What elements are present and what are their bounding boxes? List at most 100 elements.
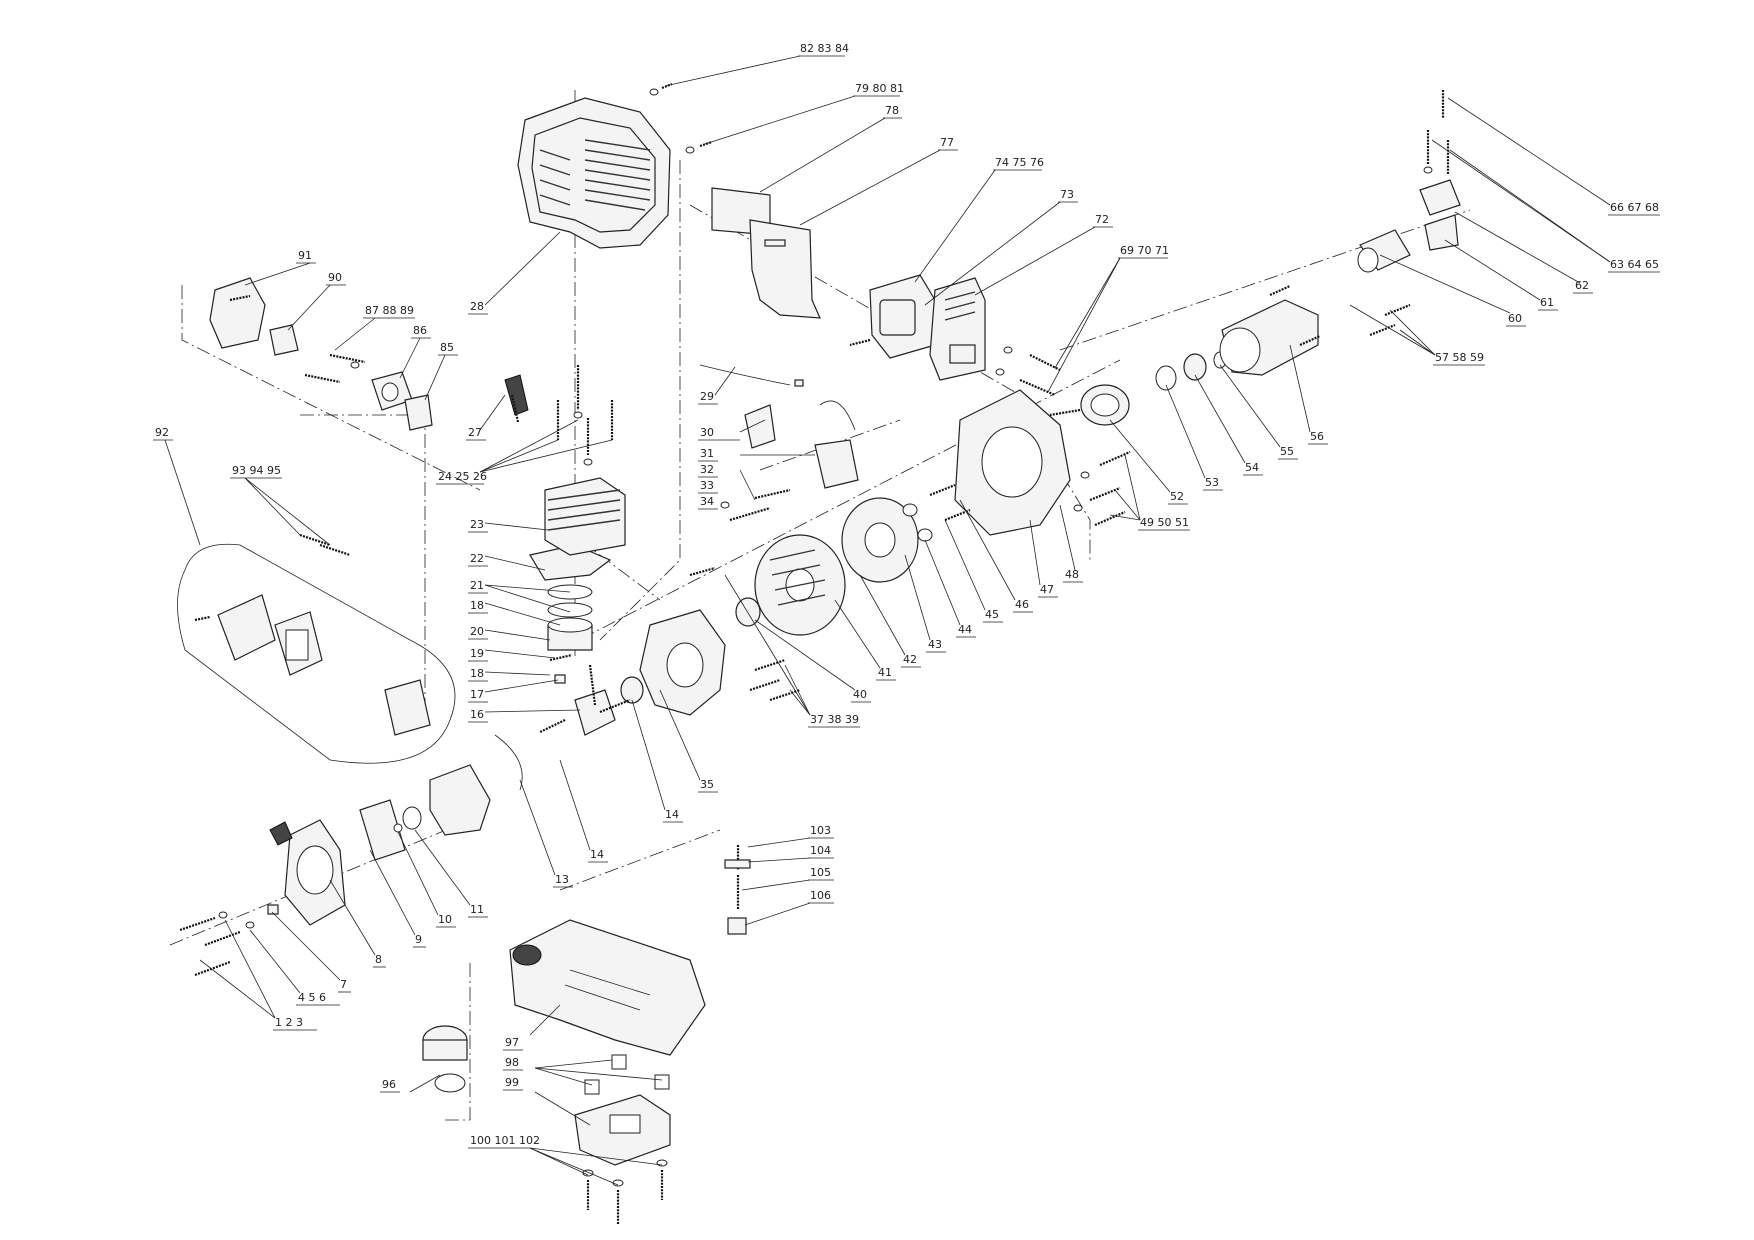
piston-part [547, 584, 593, 684]
cylinder-studs [556, 365, 614, 466]
callout-57-58-59: 57 58 59 [1435, 351, 1484, 364]
callout-11: 11 [470, 903, 484, 916]
callout-labels: 82 83 84 79 80 81 78 77 74 75 76 73 72 6… [153, 42, 1660, 1149]
callout-56: 56 [1310, 430, 1324, 443]
callout-60: 60 [1508, 312, 1522, 325]
callout-48: 48 [1065, 568, 1079, 581]
callout-14-left: 14 [590, 848, 604, 861]
clutch-drum-part [1049, 384, 1130, 426]
callout-32: 32 [700, 463, 714, 476]
heat-shield-part [711, 187, 821, 319]
starter-spring-part [393, 823, 403, 833]
callout-104: 104 [810, 844, 831, 857]
crankcase-screws [689, 566, 801, 702]
callout-41: 41 [878, 666, 892, 679]
callout-7: 7 [340, 978, 347, 991]
callout-35: 35 [700, 778, 714, 791]
callout-37-38-39: 37 38 39 [810, 713, 859, 726]
starter-pulley-part [359, 799, 406, 861]
callout-45: 45 [985, 608, 999, 621]
callout-103: 103 [810, 824, 831, 837]
callout-17: 17 [470, 688, 484, 701]
callout-72: 72 [1095, 213, 1109, 226]
bracket-screws [582, 1159, 668, 1225]
callout-77: 77 [940, 136, 954, 149]
spacers-part [584, 1054, 670, 1095]
callout-49-50-51: 49 50 51 [1140, 516, 1189, 529]
callout-44: 44 [958, 623, 972, 636]
flywheel-part [754, 534, 846, 636]
callout-91: 91 [298, 249, 312, 262]
callout-18-top: 18 [470, 599, 484, 612]
callout-8: 8 [375, 953, 382, 966]
fuel-tank-part [509, 919, 706, 1056]
callout-21: 21 [470, 579, 484, 592]
crankshaft-part [539, 664, 631, 736]
callout-31: 31 [700, 447, 714, 460]
callout-105: 105 [810, 866, 831, 879]
callout-27: 27 [468, 426, 482, 439]
callout-82-83-84: 82 83 84 [800, 42, 849, 55]
callout-34: 34 [700, 495, 714, 508]
callout-47: 47 [1040, 583, 1054, 596]
fuel-cap-part [422, 1025, 468, 1093]
flywheel-bearing-part [735, 597, 761, 627]
air-filter-screws [299, 533, 351, 557]
tube-clamp-part [1357, 179, 1461, 273]
circlip-part [1155, 365, 1177, 391]
engine-cover-part [517, 97, 671, 249]
callout-66-67-68: 66 67 68 [1610, 201, 1659, 214]
clutch-housing-part [1219, 299, 1319, 376]
carburetor-part [209, 277, 266, 349]
callout-40: 40 [853, 688, 867, 701]
starter-cover-part [429, 764, 491, 836]
insulator-gasket-part [404, 394, 433, 431]
housing-screws [1269, 284, 1411, 347]
callout-10: 10 [438, 913, 452, 926]
callout-4-5-6: 4 5 6 [298, 991, 326, 1004]
callout-20: 20 [470, 625, 484, 638]
callout-14-right: 14 [665, 808, 679, 821]
callout-54: 54 [1245, 461, 1259, 474]
tank-bracket-part [574, 1094, 671, 1166]
callout-13: 13 [555, 873, 569, 886]
callout-62: 62 [1575, 279, 1589, 292]
callout-1-2-3: 1 2 3 [275, 1016, 303, 1029]
callout-22: 22 [470, 552, 484, 565]
callout-9: 9 [415, 933, 422, 946]
fan-housing-screws [1073, 450, 1131, 527]
callout-96: 96 [382, 1078, 396, 1091]
ignition-screws [720, 488, 791, 522]
callout-98: 98 [505, 1056, 519, 1069]
callout-52: 52 [1170, 490, 1184, 503]
callout-29: 29 [700, 390, 714, 403]
callout-74-75-76: 74 75 76 [995, 156, 1044, 169]
callout-43: 43 [928, 638, 942, 651]
muffler-bolts [995, 346, 1061, 397]
callout-30: 30 [700, 426, 714, 439]
callout-69-70-71: 69 70 71 [1120, 244, 1169, 257]
callout-55: 55 [1280, 445, 1294, 458]
recoil-starter-part [269, 819, 346, 926]
callout-53: 53 [1205, 476, 1219, 489]
clutch-bolts [929, 483, 971, 522]
callout-92: 92 [155, 426, 169, 439]
crank-bearing-part [620, 676, 644, 704]
carburetor-screws [304, 353, 366, 384]
throttle-lever-part [724, 845, 751, 935]
handle-screws [1423, 90, 1450, 175]
callout-87-88-89: 87 88 89 [365, 304, 414, 317]
starter-screws [179, 904, 279, 977]
carburetor-gasket-part [269, 324, 299, 356]
callout-18-bottom: 18 [470, 667, 484, 680]
callout-63-64-65: 63 64 65 [1610, 258, 1659, 271]
crankcase-part [639, 609, 726, 716]
starter-pawl-part [494, 734, 523, 791]
callout-16: 16 [470, 708, 484, 721]
callout-97: 97 [505, 1036, 519, 1049]
air-filter-assembly-part [177, 543, 456, 764]
callout-23: 23 [470, 518, 484, 531]
callout-19: 19 [470, 647, 484, 660]
callout-106: 106 [810, 889, 831, 902]
